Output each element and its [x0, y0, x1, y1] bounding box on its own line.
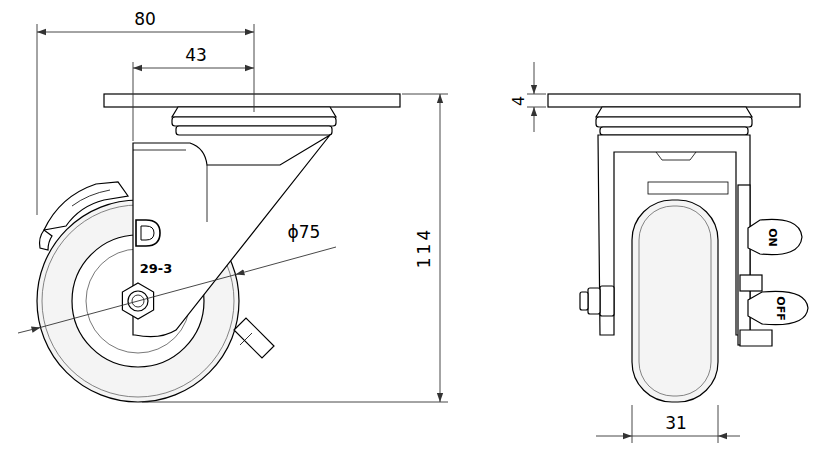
brake-state-label: ON	[767, 228, 778, 247]
dimension-lines-part	[142, 402, 448, 403]
brake-lever-part	[748, 219, 802, 254]
swivel-head-part	[172, 117, 336, 126]
dimension-value: 80	[134, 11, 156, 28]
dimension-lines-part	[133, 62, 134, 141]
model-code: 29-3	[140, 262, 173, 275]
dimension-lines-part	[718, 405, 719, 443]
dimension-lines-part	[718, 436, 740, 437]
brake-lever-part	[738, 185, 750, 345]
dimension-lines-part	[534, 107, 535, 132]
axle-nut-part	[600, 286, 614, 316]
dimension-lines-part	[37, 32, 254, 33]
dimension-value: 31	[665, 415, 687, 432]
dimension-lines-part	[527, 107, 546, 108]
dimension-lines-part	[632, 436, 718, 437]
diameter-leader-part	[236, 247, 337, 275]
dimension-lines-part	[596, 436, 632, 437]
mounting-plate-part	[104, 94, 400, 107]
diameter-leader-part	[18, 327, 41, 333]
axle-nut-part	[580, 292, 588, 310]
dimension-value: 43	[185, 47, 207, 64]
dimension-lines-part	[632, 405, 633, 443]
fork-part	[656, 152, 696, 160]
dimension-lines-part	[37, 24, 38, 215]
fork-part	[133, 150, 186, 151]
fork-part	[207, 165, 208, 222]
diameter-leader	[18, 247, 336, 333]
brake-pedal-part	[234, 318, 274, 358]
dimension-lines-part	[133, 68, 254, 69]
dimension-value: 4	[511, 96, 527, 106]
swivel-head-part	[600, 127, 748, 135]
dimension-lines-part	[527, 94, 546, 95]
mounting-plate	[104, 94, 400, 107]
swivel-head-part	[176, 126, 332, 135]
dimension-value: 114	[416, 226, 433, 267]
diameter-leader-part	[41, 275, 236, 328]
wheel-front	[632, 200, 718, 402]
brake-pedal-part	[72, 190, 110, 206]
swivel-head-part	[596, 117, 752, 127]
dimension-lines-part	[402, 94, 448, 95]
brake-lever-part	[748, 291, 808, 324]
dimension-lines	[37, 24, 448, 402]
brand-logo-part	[141, 226, 154, 240]
brake-pedal-part	[44, 182, 128, 230]
axle-nut	[580, 286, 614, 316]
dimension-lines	[527, 62, 740, 443]
swivel-head-part	[596, 107, 752, 117]
wheel-front-part	[639, 206, 711, 396]
fork-part	[648, 182, 728, 194]
fork-part	[133, 135, 330, 337]
brand-logo-part	[136, 220, 160, 246]
brake-lever	[738, 185, 808, 346]
brake-lever-part	[740, 275, 762, 291]
dimension-lines-part	[440, 94, 441, 402]
brake-state-label: OFF	[774, 296, 785, 320]
swivel-head	[596, 107, 752, 135]
dimension-lines-part	[534, 62, 535, 94]
brand-logo	[136, 220, 160, 246]
mounting-plate-part	[548, 94, 800, 107]
mounting-plate	[548, 94, 800, 107]
brake-lever-part	[740, 330, 772, 346]
diameter-value: ϕ75	[288, 224, 321, 241]
axle-nut-part	[588, 288, 600, 314]
wheel-front-part	[632, 200, 718, 402]
fork	[133, 135, 330, 337]
brake-pedal-part	[240, 333, 252, 345]
brake-pedal-part	[40, 230, 53, 250]
